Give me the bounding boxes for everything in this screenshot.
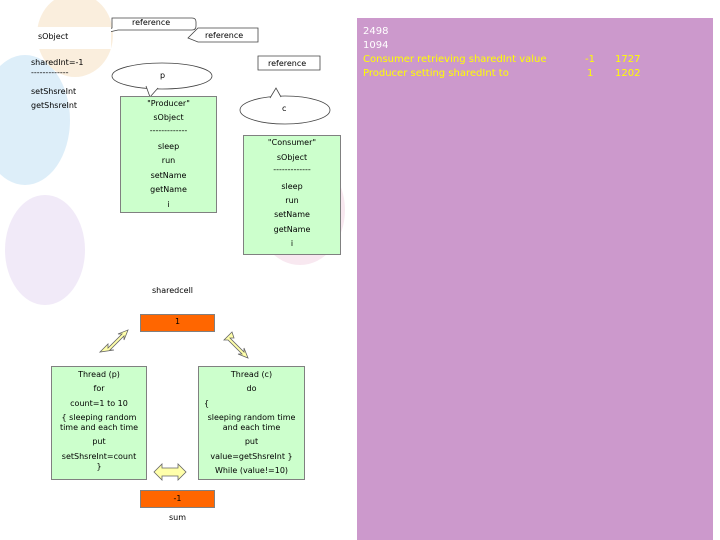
console-row-v1: 1 [587,68,594,79]
consumer-method: getName [273,225,311,234]
sharedcell-value: 1 [174,317,181,326]
thread-p-line: } [96,462,102,471]
thread-p-line: { sleeping random time and each time [59,413,139,432]
sum-label: sum [168,513,187,522]
shared-object-method-set: setShsreInt [31,87,77,96]
consumer-method: setName [274,210,310,219]
sharedcell-label: sharedcell [152,286,194,295]
producer-method: run [161,156,176,165]
consumer-method: sleep [281,182,303,191]
thread-p-title: Thread (p) [78,370,120,379]
thread-p-line: put [92,437,106,446]
producer-method: setName [150,171,187,180]
console-row-text: Consumer retrieving sharedInt value [363,54,547,65]
thread-c-title: Thread (c) [230,370,273,379]
callout-top-label: reference [132,18,171,27]
producer-method: getName [150,185,187,194]
consumer-method: i [290,239,294,248]
arrow-layer [98,329,249,481]
thread-c-line: sleeping random time and each time [207,413,296,432]
console-panel [357,18,713,540]
sum-box [140,490,215,508]
consumer-divider: ------------- [273,165,311,174]
console-line: 2498 [363,26,389,37]
shared-object-title: sObject [38,32,69,41]
thread-c-line: put [244,437,259,446]
producer-divider: ------------- [149,126,188,135]
shared-object-box: sObject [29,27,111,49]
thread-p-line: setShsreInt=count [61,452,137,461]
consumer-box [243,135,341,255]
shared-object-method-get: getShsreInt [31,101,78,110]
producer-method: sleep [157,142,180,151]
consumer-name: "Consumer" [267,138,317,147]
producer-box [120,96,217,213]
producer-method: i [167,200,170,209]
console-row-v2: 1202 [615,68,641,79]
thread-p-box [51,366,147,480]
thread-c-line: value=getShsreInt } [210,452,293,461]
console-row-v2: 1727 [615,54,641,65]
shared-object-field: sharedInt=-1 [31,58,84,67]
console-line: 1094 [363,40,389,51]
callout-layer [91,17,331,125]
console-row-v1: -1 [585,54,595,65]
thread-p-line: for [93,384,105,393]
callout-c-label: c [282,104,287,113]
consumer-method: run [285,196,299,205]
console-row-text: Producer setting sharedInt to [363,68,509,79]
consumer-super: sObject [276,153,308,162]
double-arrow-icon [98,329,249,481]
producer-super: sObject [153,113,184,122]
thread-p-line: count=1 to 10 [70,399,128,408]
thread-c-line: While (value!=10) [214,466,289,475]
sharedcell-box [140,314,215,332]
thread-c-line: do [246,384,257,393]
thread-c-line: { [204,399,210,408]
producer-name: "Producer" [147,99,190,108]
shared-object-divider: ------------- [31,68,69,77]
callout-right-top-label: reference [205,31,244,40]
callout-p-label: p [160,71,166,80]
callout-right-mid-label: reference [268,59,307,68]
sum-value: -1 [173,494,182,503]
thread-c-box [198,366,305,480]
